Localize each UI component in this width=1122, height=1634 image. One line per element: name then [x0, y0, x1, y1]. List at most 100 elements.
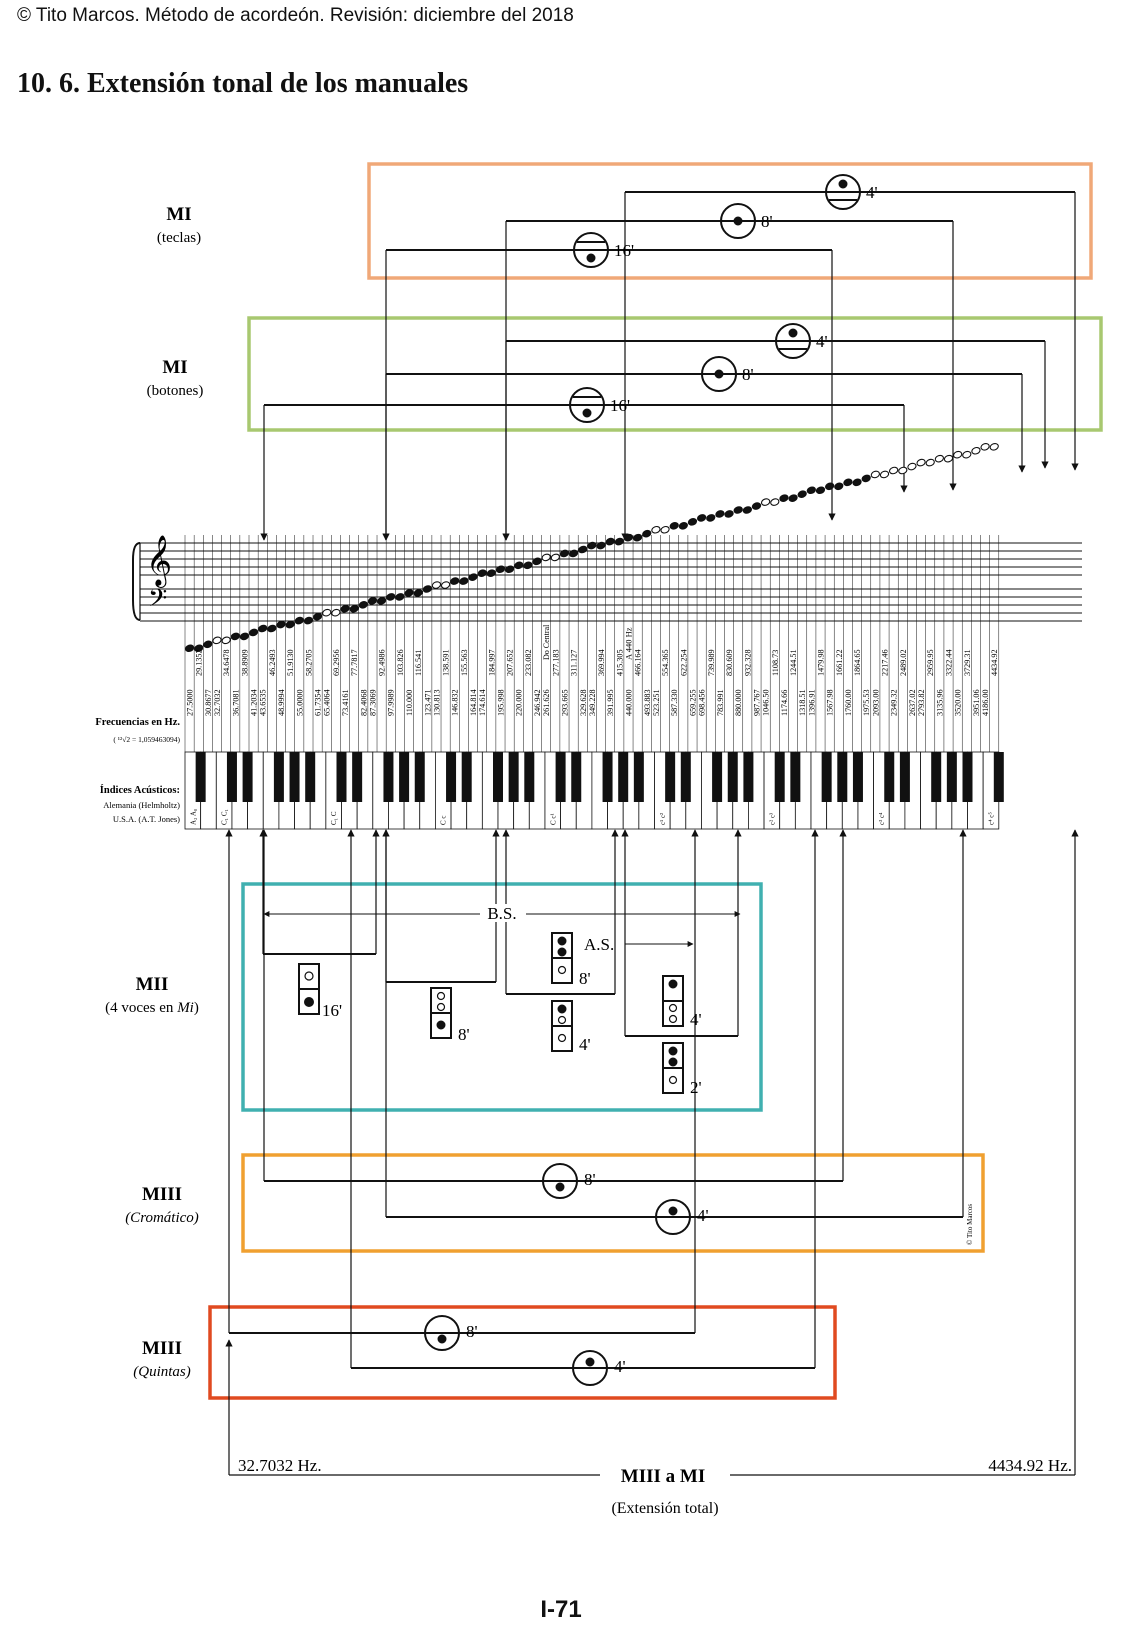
note-head: [413, 589, 423, 597]
note-head: [376, 597, 387, 605]
miii-chrom-feet-8: 8': [584, 1170, 596, 1189]
note-head: [852, 478, 862, 487]
note-head: [660, 525, 670, 534]
frequency-value: 698.456: [698, 689, 707, 716]
frequency-value: 184.997: [487, 649, 496, 676]
note-head: [212, 636, 222, 645]
frequency-value: 830.609: [725, 649, 734, 676]
note-head: [989, 443, 999, 451]
section-title: 10. 6. Extensión tonal de los manuales: [17, 68, 469, 99]
note-head: [532, 557, 542, 566]
note-head: [614, 537, 624, 546]
note-head: [815, 486, 826, 495]
frequency-value: 932.328: [743, 649, 752, 676]
bank-16ft-icon: [298, 963, 320, 1015]
frequency-value: 466.164: [634, 649, 643, 676]
mii-feet-8-high: 8': [579, 969, 591, 988]
frequency-value: 1479.98: [816, 649, 825, 676]
frequency-value: 440.000: [624, 689, 633, 716]
mi-buttons-feet-4: 4': [816, 332, 828, 351]
frequency-value: 1864.65: [853, 649, 862, 676]
frequency-value: 233.082: [524, 649, 533, 676]
frequency-value: 2217.46: [881, 649, 890, 676]
range-subtitle: (Extensión total): [611, 1500, 718, 1517]
note-head: [486, 569, 496, 577]
total-range: [229, 1462, 1075, 1484]
frequency-value: 493.883: [643, 689, 652, 716]
frequency-value: 69.2956: [332, 649, 341, 676]
index-label: Índices Acústicos:: [100, 784, 180, 796]
mii-feet-8-low: 8': [458, 1025, 470, 1044]
black-key: [336, 752, 347, 802]
acoustic-index: c¹ c²: [659, 813, 667, 825]
note-staircase: [184, 443, 999, 653]
black-key: [665, 752, 676, 802]
mi-buttons-box: [247, 316, 1103, 432]
frequency-value: 103.826: [396, 649, 405, 676]
note-head: [239, 632, 250, 641]
mi-keys-label: MI: [166, 204, 191, 225]
acoustic-index: C c: [440, 815, 448, 825]
black-key: [242, 752, 253, 802]
note-head: [367, 597, 378, 605]
frequency-value: 58.2705: [304, 649, 313, 676]
register-4ft-icon: [825, 174, 861, 210]
frequency-value: 55.0000: [295, 689, 304, 716]
register-16ft-icon: [573, 232, 609, 268]
frequency-value: 174.614: [478, 689, 487, 716]
grand-staff: 𝄞 𝄢: [132, 536, 1082, 622]
frequency-value: 36.7081: [231, 689, 240, 716]
page-header: © Tito Marcos. Método de acordeón. Revis…: [17, 5, 574, 26]
frequency-value: 116.541: [414, 650, 423, 676]
register-16ft-icon: [569, 387, 605, 423]
note-head: [907, 462, 917, 471]
mi-keys-box: [367, 162, 1093, 280]
high-frequency-label: 4434.92 Hz.: [988, 1456, 1072, 1475]
note-head: [834, 482, 844, 491]
frequency-value: 155.563: [460, 649, 469, 676]
frequency-value: 130.813: [432, 689, 441, 716]
frequency-value: 3729.31: [963, 649, 972, 676]
note-head: [568, 549, 579, 558]
note-head: [587, 541, 597, 550]
black-key: [633, 752, 644, 802]
frequency-value: 65.4064: [323, 689, 332, 716]
note-head: [623, 533, 634, 542]
bank-4ft-low-icon: [551, 1000, 573, 1052]
note-head: [651, 525, 661, 534]
mii-bank-symbols: [298, 932, 684, 1094]
frequency-value: 29.1352: [195, 649, 204, 676]
frequency-value: 2959.95: [926, 649, 935, 676]
frequency-value: 739.989: [707, 649, 716, 676]
index-usa: U.S.A. (A.T. Jones): [113, 814, 180, 824]
miii-fifths-sublabel: (Quintas): [133, 1364, 191, 1380]
frequency-value: 82.4068: [359, 689, 368, 716]
frequency-value: 987.767: [752, 689, 761, 716]
note-head: [230, 632, 240, 641]
acoustic-index: C c¹: [549, 813, 557, 825]
frequency-value: 1760.00: [844, 689, 853, 716]
note-head: [861, 474, 871, 483]
miii-fifths-feet-4: 4': [614, 1357, 626, 1376]
frequency-value: 146.832: [451, 689, 460, 716]
mii-feet-2: 2': [690, 1078, 702, 1097]
black-key: [446, 752, 457, 802]
frequency-value: 195.998: [496, 689, 505, 716]
frequency-value: 415.305: [615, 649, 624, 676]
note-head: [358, 601, 368, 609]
note-head: [294, 616, 304, 625]
acoustic-index: c⁴ c⁵: [987, 812, 995, 825]
black-key: [774, 752, 785, 802]
bank-4ft-high-icon: [662, 975, 684, 1027]
black-key: [618, 752, 629, 802]
do-central-label: Do Central: [542, 624, 551, 660]
frequency-value: 30.8677: [204, 689, 213, 716]
frequency-value: 523.251: [652, 689, 661, 716]
frequency-value: 87.3069: [368, 689, 377, 716]
note-head: [221, 636, 231, 645]
black-key: [790, 752, 801, 802]
frequency-value: 783.991: [716, 689, 725, 716]
note-head: [258, 624, 268, 633]
key-column-lines: [184, 535, 1000, 752]
